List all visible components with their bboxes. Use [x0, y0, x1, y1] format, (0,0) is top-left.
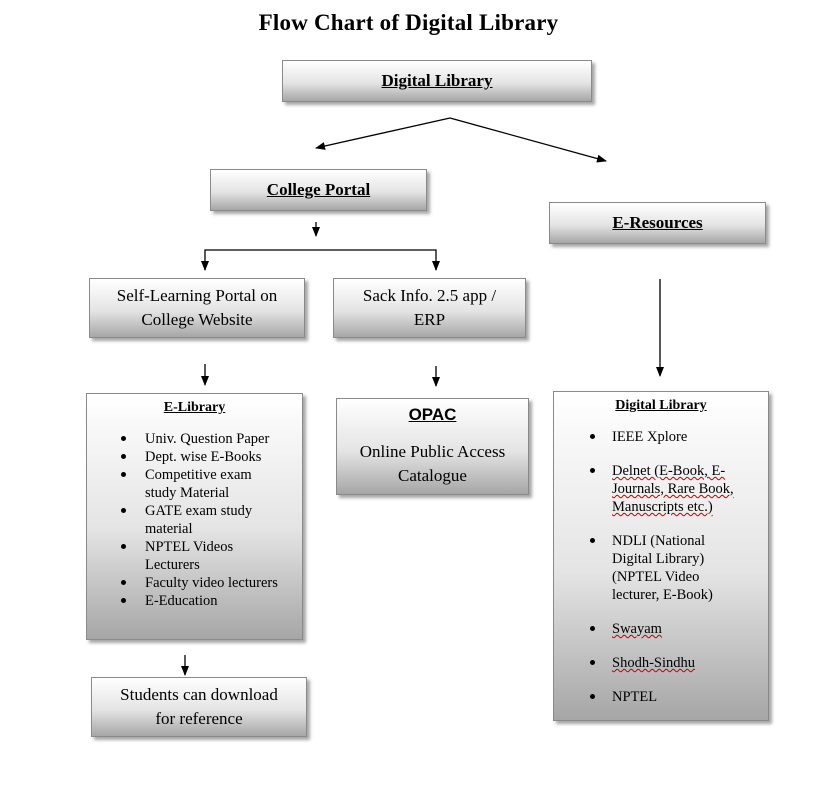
arrow-root-to-college-portal — [315, 117, 451, 150]
list-item: GATE exam study material — [87, 502, 302, 538]
list-item: IEEE Xplore — [554, 428, 768, 446]
list-item: Univ. Question Paper — [87, 430, 302, 448]
list-item: Competitive exam study Material — [87, 466, 302, 502]
page-title: Flow Chart of Digital Library — [258, 10, 559, 35]
opac-box: OPAC Online Public Access Catalogue — [336, 398, 529, 495]
college-portal-box: College Portal — [210, 169, 427, 211]
e-library-list: Univ. Question Paper Dept. wise E-Books … — [87, 430, 302, 610]
list-item: Dept. wise E-Books — [87, 448, 302, 466]
e-library-title: E-Library — [163, 400, 226, 415]
list-item: Faculty video lecturers — [87, 574, 302, 592]
e-resources-box: E-Resources — [549, 202, 766, 244]
list-item: Shodh-Sindhu — [554, 654, 768, 672]
digital-library-root-label: Digital Library — [381, 71, 493, 90]
list-item-text: Shodh-Sindhu — [612, 655, 695, 671]
list-item: Delnet (E-Book, E-Journals, Rare Book, M… — [554, 462, 768, 516]
arrow-root-to-e-resources — [449, 117, 607, 163]
branch-connector — [204, 249, 437, 270]
digital-library-list-title: Digital Library — [615, 398, 707, 413]
self-learning-line-2: College Website — [141, 310, 253, 329]
opac-line-1: Online Public Access — [359, 442, 506, 461]
students-line-1: Students can download — [120, 685, 278, 704]
e-library-box: E-Library Univ. Question Paper Dept. wis… — [86, 393, 303, 640]
sack-info-line-1: Sack Info. 2.5 app / — [362, 286, 497, 305]
e-resources-label: E-Resources — [612, 213, 703, 232]
self-learning-portal-box: Self-Learning Portal on College Website — [89, 278, 305, 338]
students-download-box: Students can download for reference — [91, 677, 307, 737]
digital-library-root-box: Digital Library — [282, 60, 592, 102]
sack-info-line-2: ERP — [413, 310, 446, 329]
list-item: NPTEL Videos Lecturers — [87, 538, 302, 574]
list-item: E-Education — [87, 592, 302, 610]
opac-title: OPAC — [408, 405, 457, 424]
list-item-text: Swayam — [612, 621, 662, 637]
list-item: Swayam — [554, 620, 768, 638]
sack-info-box: Sack Info. 2.5 app / ERP — [333, 278, 526, 338]
list-item-text: Delnet (E-Book, E-Journals, Rare Book, M… — [612, 463, 734, 515]
opac-line-2: Catalogue — [398, 466, 467, 485]
list-item: NDLI (National Digital Library) (NPTEL V… — [554, 532, 768, 604]
list-item: NPTEL — [554, 688, 768, 706]
college-portal-label: College Portal — [266, 180, 371, 199]
students-line-2: for reference — [155, 709, 243, 728]
digital-library-list-box: Digital Library IEEE Xplore Delnet (E-Bo… — [553, 391, 769, 721]
self-learning-line-1: Self-Learning Portal on — [116, 286, 278, 305]
digital-library-resources-list: IEEE Xplore Delnet (E-Book, E-Journals, … — [554, 428, 768, 706]
